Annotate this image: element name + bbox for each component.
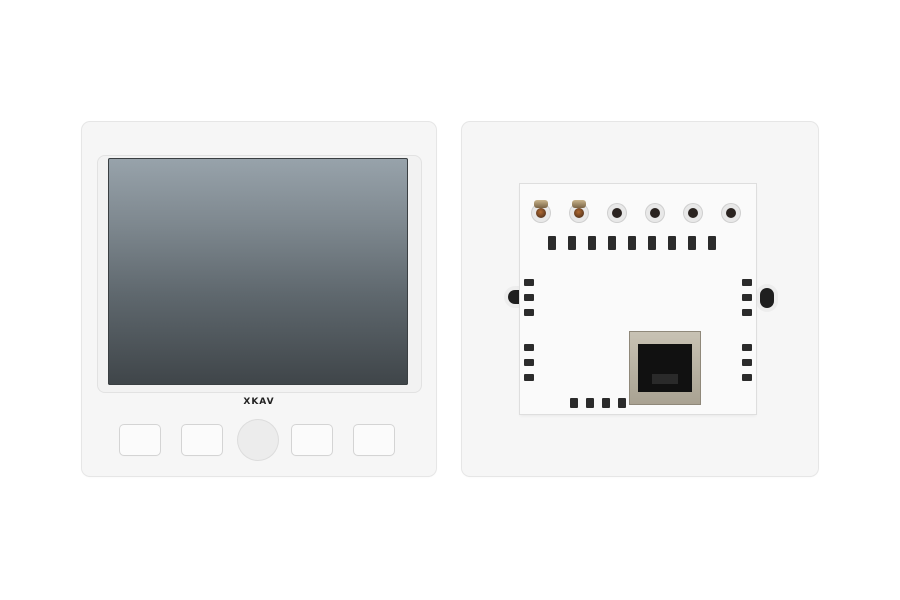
vent-slot — [608, 236, 616, 250]
side-slot — [742, 279, 752, 286]
vent-slot — [548, 236, 556, 250]
vent-slot — [668, 236, 676, 250]
vent-slot — [570, 398, 578, 408]
vent-slot — [588, 236, 596, 250]
center-round-button[interactable] — [238, 420, 278, 460]
terminal-1 — [532, 200, 550, 222]
terminal-5 — [684, 204, 702, 222]
side-slot — [742, 374, 752, 381]
terminal-3 — [608, 204, 626, 222]
brand-logo: XKAV — [243, 397, 275, 407]
rj45-icon — [630, 332, 700, 404]
side-slot — [742, 359, 752, 366]
side-slot — [524, 344, 534, 351]
terminal-2 — [570, 200, 588, 222]
vent-slot — [586, 398, 594, 408]
vent-slot — [568, 236, 576, 250]
vent-slot — [648, 236, 656, 250]
vent-slot — [602, 398, 610, 408]
button-4[interactable] — [292, 425, 332, 455]
side-slot — [524, 374, 534, 381]
lcd-screen — [108, 158, 408, 385]
vent-slot — [618, 398, 626, 408]
button-1[interactable] — [120, 425, 160, 455]
side-slot — [524, 359, 534, 366]
button-2[interactable] — [182, 425, 222, 455]
vent-slot — [628, 236, 636, 250]
rj45-jack — [638, 344, 692, 392]
side-slot — [742, 294, 752, 301]
button-5[interactable] — [354, 425, 394, 455]
mount-hole-right — [760, 288, 774, 308]
back-module — [520, 184, 756, 414]
side-slot — [524, 294, 534, 301]
side-slot — [742, 344, 752, 351]
vent-slot — [688, 236, 696, 250]
thermostat-back-panel — [462, 122, 818, 476]
thermostat-front-panel: XKAV — [82, 122, 436, 476]
side-slot — [524, 279, 534, 286]
side-slot — [742, 309, 752, 316]
vent-slot — [708, 236, 716, 250]
side-slot — [524, 309, 534, 316]
terminal-6 — [722, 204, 740, 222]
terminal-4 — [646, 204, 664, 222]
